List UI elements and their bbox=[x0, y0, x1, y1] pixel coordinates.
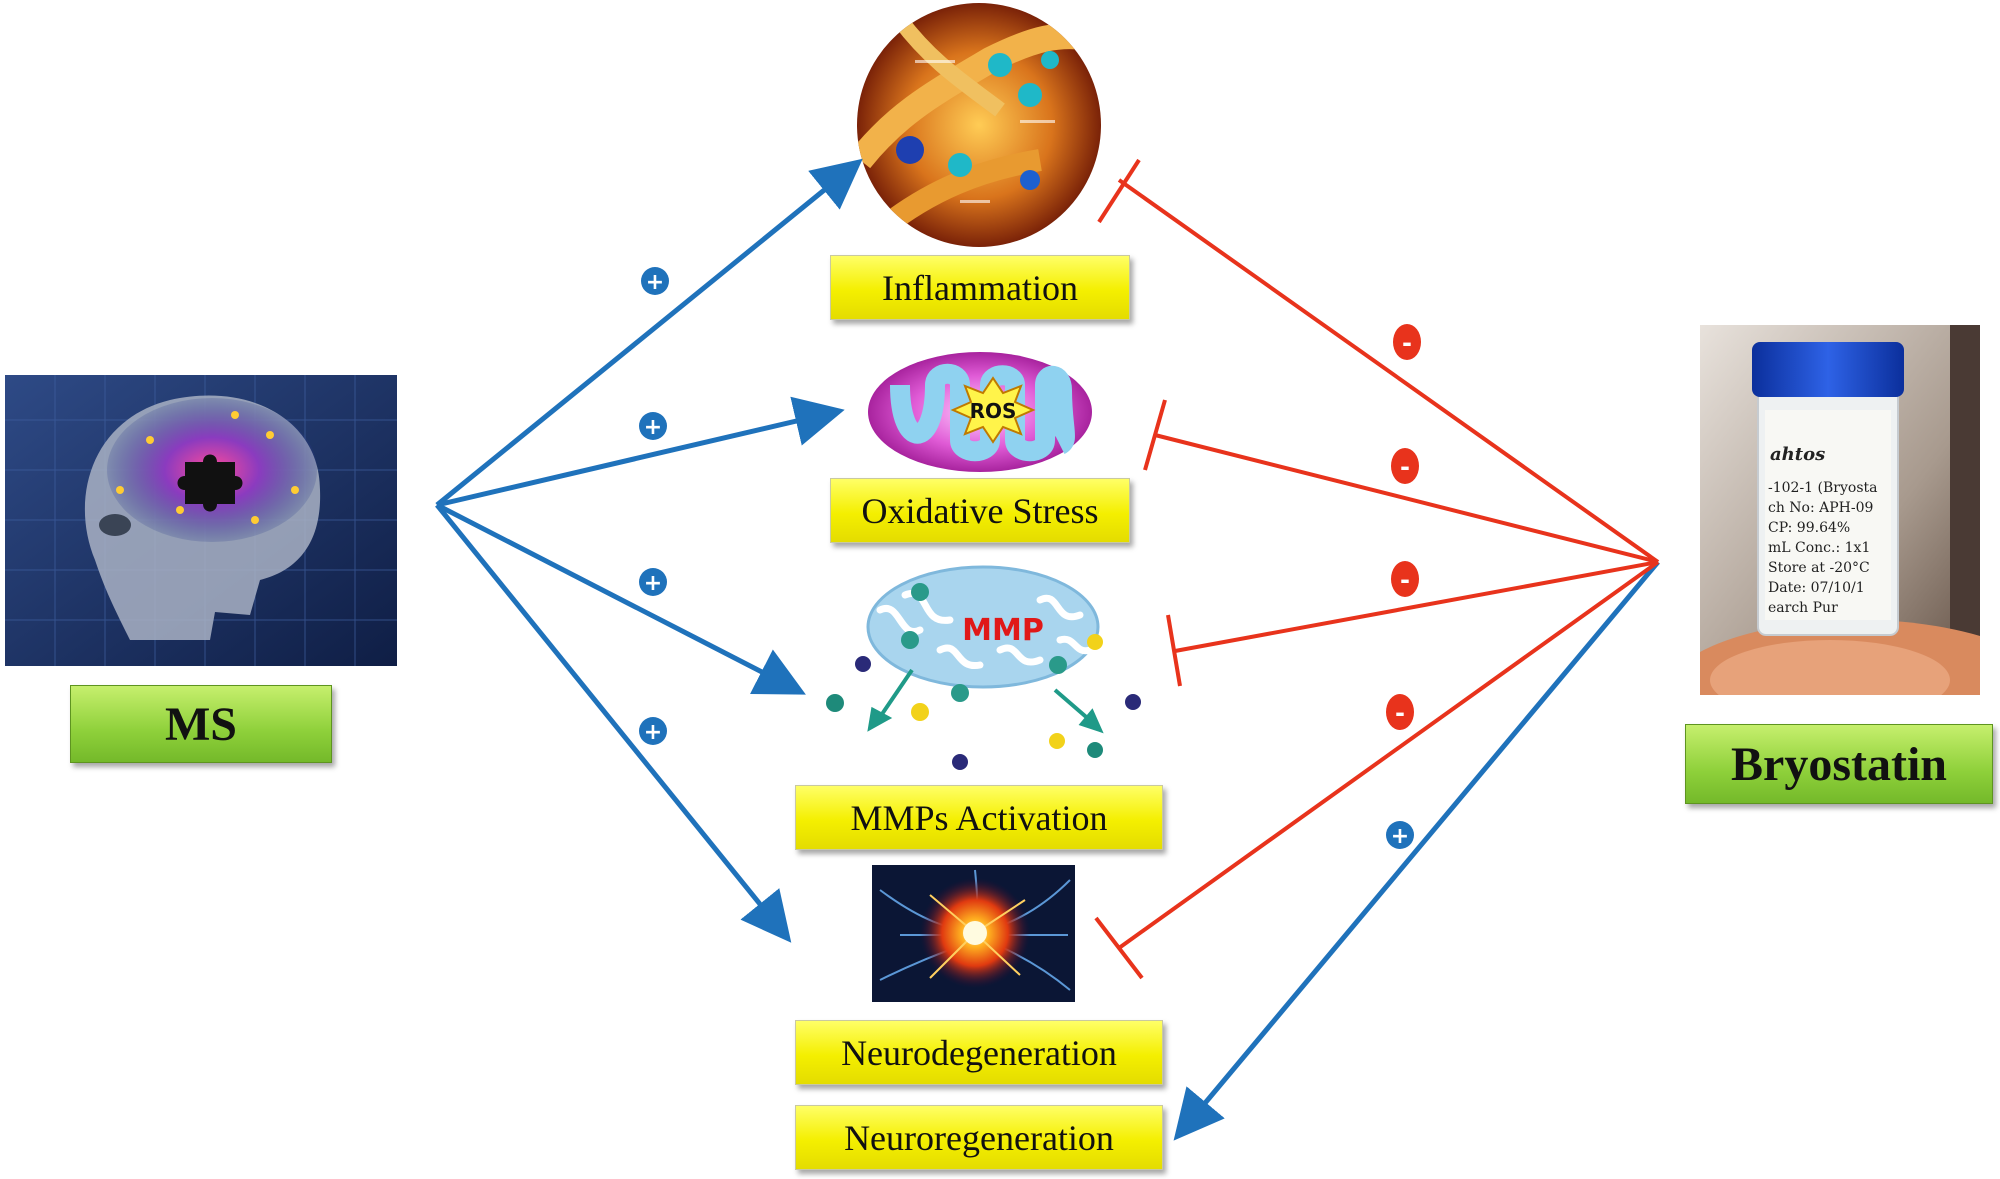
arrow-ms-mmps bbox=[435, 502, 806, 695]
neuron-burst-icon bbox=[872, 865, 1075, 1002]
inhibit-neurodegeneration bbox=[1094, 560, 1660, 980]
vial-brand: ahtos bbox=[1770, 444, 1825, 465]
mitochondria-ros-icon: ROS bbox=[868, 352, 1092, 472]
arrow-ms-inflammation bbox=[435, 158, 863, 507]
vial-line-3: CP: 99.64% bbox=[1768, 520, 1850, 536]
plus-sign: + bbox=[1386, 821, 1414, 849]
svg-text:-: - bbox=[1395, 699, 1405, 727]
plus-sign: + bbox=[641, 267, 669, 295]
svg-text:+: + bbox=[644, 571, 662, 596]
arrow-bryostatin-neuroregeneration bbox=[1173, 560, 1660, 1141]
inhibit-inflammation bbox=[1097, 158, 1660, 564]
minus-sign: - bbox=[1393, 324, 1421, 360]
mmps-activation-label: MMPs Activation bbox=[795, 785, 1163, 850]
minus-sign: - bbox=[1386, 694, 1414, 730]
mmp-text: MMP bbox=[962, 613, 1044, 648]
svg-text:-: - bbox=[1402, 329, 1412, 357]
inflammation-label: Inflammation bbox=[830, 255, 1130, 320]
vial-line-1: -102-1 (Bryosta bbox=[1768, 480, 1877, 496]
inhibit-oxidative-stress bbox=[1143, 399, 1659, 564]
svg-text:+: + bbox=[1391, 824, 1409, 849]
vial-line-6: Date: 07/10/1 bbox=[1768, 580, 1865, 596]
svg-text:+: + bbox=[644, 415, 662, 440]
plus-sign: + bbox=[639, 568, 667, 596]
plus-sign: + bbox=[639, 412, 667, 440]
arrow-ms-neurodegeneration bbox=[435, 503, 792, 943]
bryostatin-vial-icon: ahtos -102-1 (Bryosta ch No: APH-09 CP: … bbox=[1700, 325, 1980, 695]
svg-text:+: + bbox=[646, 270, 664, 295]
minus-sign: - bbox=[1391, 561, 1419, 597]
bryostatin-label: Bryostatin bbox=[1685, 724, 1993, 804]
svg-text:-: - bbox=[1400, 453, 1410, 481]
brain-puzzle-icon bbox=[5, 375, 397, 666]
vial-line-2: ch No: APH-09 bbox=[1768, 500, 1873, 516]
vial-line-7: earch Pur bbox=[1768, 600, 1838, 616]
svg-text:+: + bbox=[644, 720, 662, 745]
arrow-ms-oxidative-stress bbox=[436, 396, 845, 508]
neuroregeneration-label: Neuroregeneration bbox=[795, 1105, 1163, 1170]
ros-text: ROS bbox=[970, 399, 1017, 423]
neurodegeneration-label: Neurodegeneration bbox=[795, 1020, 1163, 1085]
vial-line-5: Store at -20°C bbox=[1768, 560, 1870, 576]
mitochondria-mmp-icon: MMP bbox=[826, 565, 1141, 770]
minus-sign: - bbox=[1391, 448, 1419, 484]
neuron-inflammation-icon bbox=[857, 3, 1101, 247]
plus-sign: + bbox=[639, 717, 667, 745]
inhibit-mmps bbox=[1166, 560, 1659, 687]
svg-text:-: - bbox=[1400, 566, 1410, 594]
vial-line-4: mL Conc.: 1x1 bbox=[1768, 540, 1870, 556]
ms-label: MS bbox=[70, 685, 332, 763]
oxidative-stress-label: Oxidative Stress bbox=[830, 478, 1130, 543]
